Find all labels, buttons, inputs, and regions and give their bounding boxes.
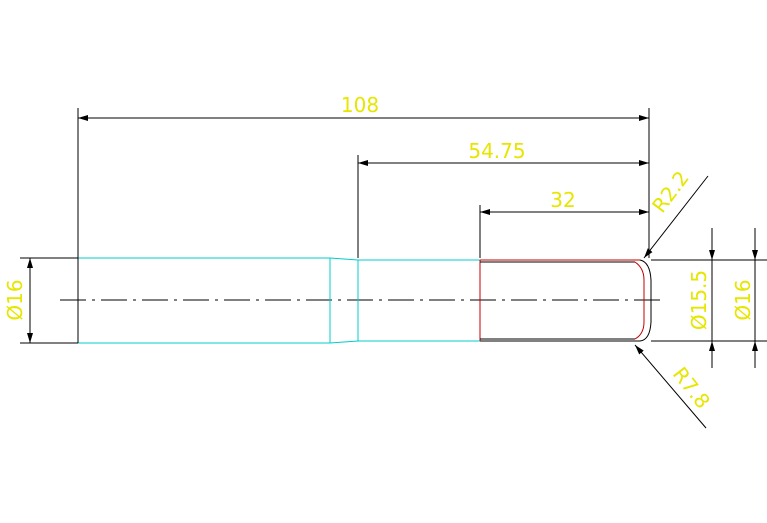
dim-text-left-diameter: Ø16 (3, 279, 27, 320)
shaft-thread-section (479, 259, 652, 342)
dim-text-overall: 108 (341, 93, 379, 117)
dim-text-step: 54.75 (468, 139, 525, 163)
dim-text-thread-diameter: Ø15.5 (687, 270, 711, 330)
dim-text-thread: 32 (550, 188, 575, 212)
shaft-middle-section (358, 259, 480, 342)
leader-fillet-bottom (634, 344, 707, 429)
dim-text-right-diameter: Ø16 (731, 279, 755, 320)
leader-fillet-top (643, 175, 709, 259)
